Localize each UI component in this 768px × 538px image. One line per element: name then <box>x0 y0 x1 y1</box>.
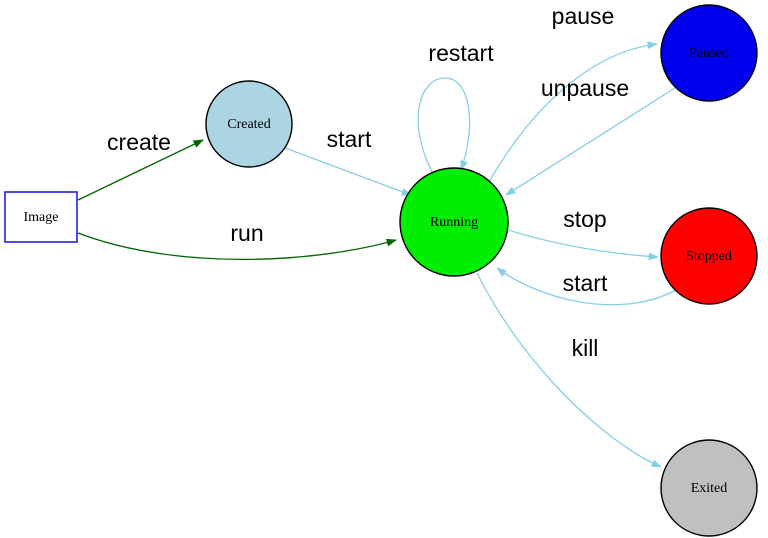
edge-create <box>77 139 204 201</box>
node-exited[interactable]: Exited <box>660 439 758 537</box>
edge-label-restart: restart <box>428 40 494 66</box>
edge-labels-layer: create run start restart pause unpause stop sta… <box>107 3 629 361</box>
node-shape-exited[interactable] <box>660 439 758 537</box>
edge-start-created <box>284 147 412 196</box>
node-label-image: Image <box>24 210 59 225</box>
edge-label-stop: stop <box>563 206 606 232</box>
edge-start-stopped <box>496 267 677 306</box>
edge-pause <box>488 41 659 183</box>
node-label-running: Running <box>430 215 478 230</box>
node-shape-stopped[interactable] <box>660 207 758 305</box>
node-shape-paused[interactable] <box>660 4 758 102</box>
node-running[interactable]: Running <box>399 167 509 277</box>
node-shape-running[interactable] <box>399 167 509 277</box>
node-label-stopped: Stopped <box>686 249 732 264</box>
edge-run <box>77 232 397 261</box>
edges-layer <box>77 41 677 468</box>
edge-restart <box>417 77 471 173</box>
node-shape-created[interactable] <box>205 80 293 168</box>
edge-label-start-created: start <box>327 126 372 152</box>
node-label-paused: Paused <box>689 46 729 61</box>
edge-label-start-stopped: start <box>563 270 608 296</box>
edge-label-run: run <box>230 220 263 246</box>
node-paused[interactable]: Paused <box>660 4 758 102</box>
node-stopped[interactable]: Stopped <box>660 207 758 305</box>
node-label-created: Created <box>227 117 271 132</box>
edge-unpause <box>505 87 676 196</box>
node-shape-image[interactable] <box>4 191 78 243</box>
edge-kill <box>476 272 662 468</box>
edge-stop <box>507 229 660 261</box>
node-image[interactable]: Image <box>4 191 78 243</box>
edge-label-create: create <box>107 129 171 155</box>
node-created[interactable]: Created <box>205 80 293 168</box>
node-label-exited: Exited <box>691 481 728 496</box>
edge-label-kill: kill <box>572 335 599 361</box>
edge-label-unpause: unpause <box>541 75 629 101</box>
edge-label-pause: pause <box>552 3 615 29</box>
